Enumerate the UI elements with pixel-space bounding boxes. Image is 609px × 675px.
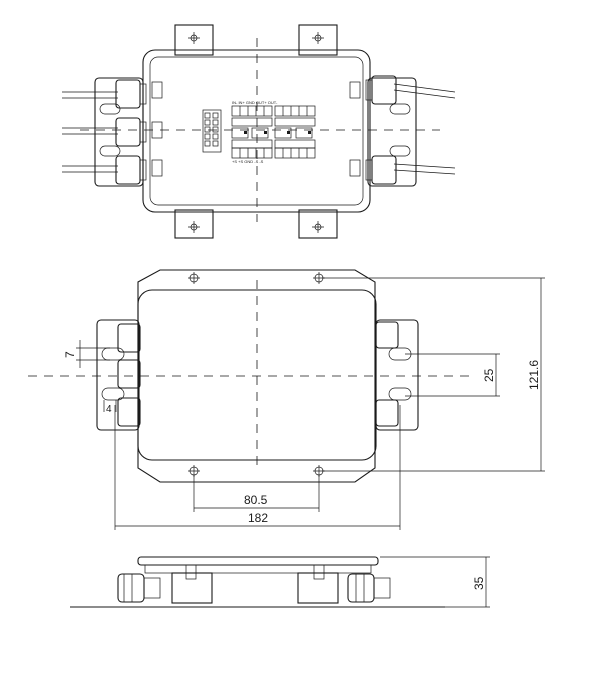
mount-ear-bottom-right (298, 209, 338, 239)
gland-nut (365, 79, 373, 101)
dim-total-height: 35 (472, 576, 486, 590)
cable-gland (375, 321, 399, 349)
mount-ear-bottom-left (174, 209, 214, 239)
cable-gland-right (347, 573, 375, 603)
screw (313, 564, 325, 580)
pcb-bottom-label: +S +S GND -S -S (232, 159, 264, 164)
terminal-block-top-row (231, 105, 316, 127)
cable-right-1 (393, 83, 456, 99)
gland-nut (365, 159, 373, 181)
slot (99, 103, 121, 115)
side-flange-left (94, 77, 144, 187)
lid-profile (137, 556, 379, 566)
mount-hole (314, 223, 322, 231)
cable-left-2 (62, 127, 118, 135)
internal-bolt (151, 81, 163, 99)
mount-hole (190, 223, 198, 231)
dimension-view: 80.5 182 25 121.6 7 4 (28, 269, 545, 530)
cable-gland (115, 155, 141, 185)
internal-bolt (349, 81, 361, 99)
terminal-block-left (202, 109, 222, 153)
cable-gland (117, 397, 141, 427)
screw (185, 564, 197, 580)
mount-hole-cross (312, 221, 324, 233)
slot (101, 387, 125, 401)
cable-gland (371, 75, 397, 105)
dim-slot-spacing: 25 (482, 368, 496, 382)
mount-hole (190, 34, 198, 42)
slot (99, 145, 121, 157)
mount-ear-top-right (298, 24, 338, 56)
cable-gland (115, 79, 141, 109)
terminal-block-middle (231, 127, 313, 139)
internal-bolt (349, 159, 361, 177)
pcb-top-label: IN- IN+ GND OUT+ OUT- (232, 100, 278, 105)
dim-slot-offset: 4 (106, 404, 112, 415)
dim-slot-width: 7 (63, 351, 77, 358)
slot (389, 145, 411, 157)
enclosure-outline (142, 49, 371, 213)
mount-hole-cross (312, 32, 324, 44)
side-view: 35 (70, 556, 490, 608)
enclosure-inner-lid (149, 56, 364, 206)
gland-ribs (355, 574, 365, 602)
cable-gland (375, 399, 399, 427)
cable-left-1 (62, 91, 118, 99)
cable-left-3 (62, 165, 118, 173)
cable-gland (117, 323, 141, 353)
cable-right-2 (393, 163, 456, 175)
mount-hole-cross (188, 221, 200, 233)
mount-hole-cross (188, 272, 200, 284)
gland-nut (143, 577, 161, 599)
mount-hole-cross (188, 32, 200, 44)
body-profile (144, 564, 372, 574)
dim-overall-width: 182 (248, 511, 268, 525)
mount-ear-top-left (174, 24, 214, 56)
gland-ribs (123, 574, 133, 602)
foot-right (297, 572, 339, 604)
slot (101, 347, 125, 361)
slot (388, 387, 412, 401)
cable-gland (115, 117, 141, 147)
internal-bolt (151, 159, 163, 177)
mount-hole (314, 34, 322, 42)
foot-left (171, 572, 213, 604)
terminal-block-bottom-row (231, 139, 316, 159)
side-flange-right (367, 77, 417, 187)
dim-hole-spacing: 80.5 (244, 493, 268, 507)
cable-gland-left (117, 573, 145, 603)
dim-overall-height: 121.6 (527, 360, 541, 390)
side-flange-right (375, 319, 419, 431)
slot (389, 103, 411, 115)
side-flange-left (96, 319, 140, 431)
cable-gland (371, 155, 397, 185)
gland-nut (373, 577, 391, 599)
top-view: IN- IN+ GND OUT+ OUT- +S +S GND -S -S (62, 24, 456, 239)
cable-gland (117, 359, 141, 389)
